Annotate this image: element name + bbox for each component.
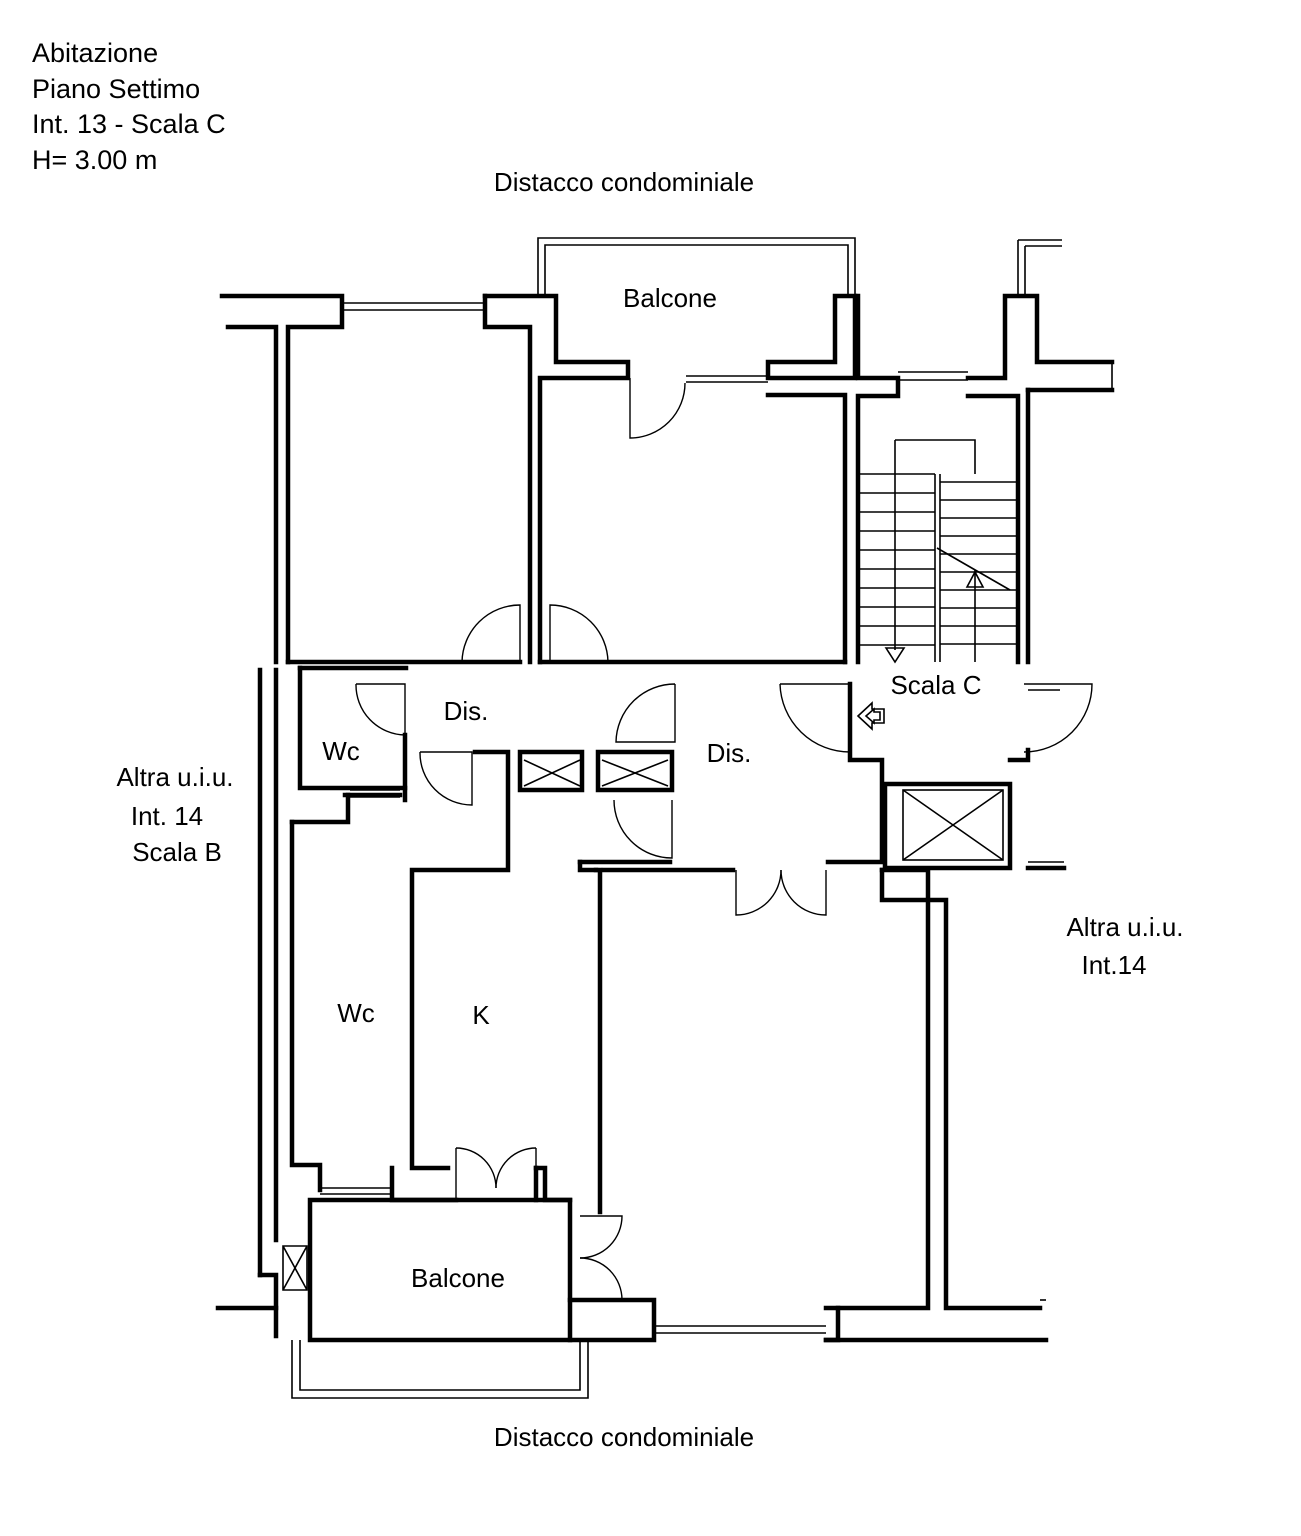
small-wc-label: Wc [322,736,360,766]
kitchen-label: K [472,1000,490,1030]
right-neighbor-label: Altra u.i.u. [1066,912,1183,942]
left-hall-label: Dis. [444,696,489,726]
left-neighbor-stair: Scala B [132,837,222,867]
entrance-arrow-icon [856,701,885,731]
large-wc-label: Wc [337,998,375,1028]
bottom-boundary-label: Distacco condominiale [494,1422,754,1452]
bottom-balcony-label: Balcone [411,1263,505,1293]
top-balcony-label: Balcone [623,283,717,313]
right-hall-label: Dis. [707,738,752,768]
left-neighbor-label: Altra u.i.u. [116,762,233,792]
header-unit: Int. 13 - Scala C [32,109,226,139]
right-neighbor-unit: Int.14 [1081,950,1146,980]
header-floor: Piano Settimo [32,73,201,104]
door-swings [282,378,1093,1301]
plan-header: Abitazione Piano Settimo Int. 13 - Scala… [32,36,226,178]
left-neighbor-unit: Int. 14 [131,801,203,831]
thin-lines [291,237,1113,1399]
header-ceiling-height: H= 3.00 m [32,144,158,175]
header-property-type: Abitazione [32,38,159,68]
staircase-steps [858,439,1018,664]
staircase-label: Scala C [890,670,981,700]
top-boundary-label: Distacco condominiale [494,167,754,197]
elevator-shaft-icon [902,789,1004,861]
walls [215,293,1115,1343]
